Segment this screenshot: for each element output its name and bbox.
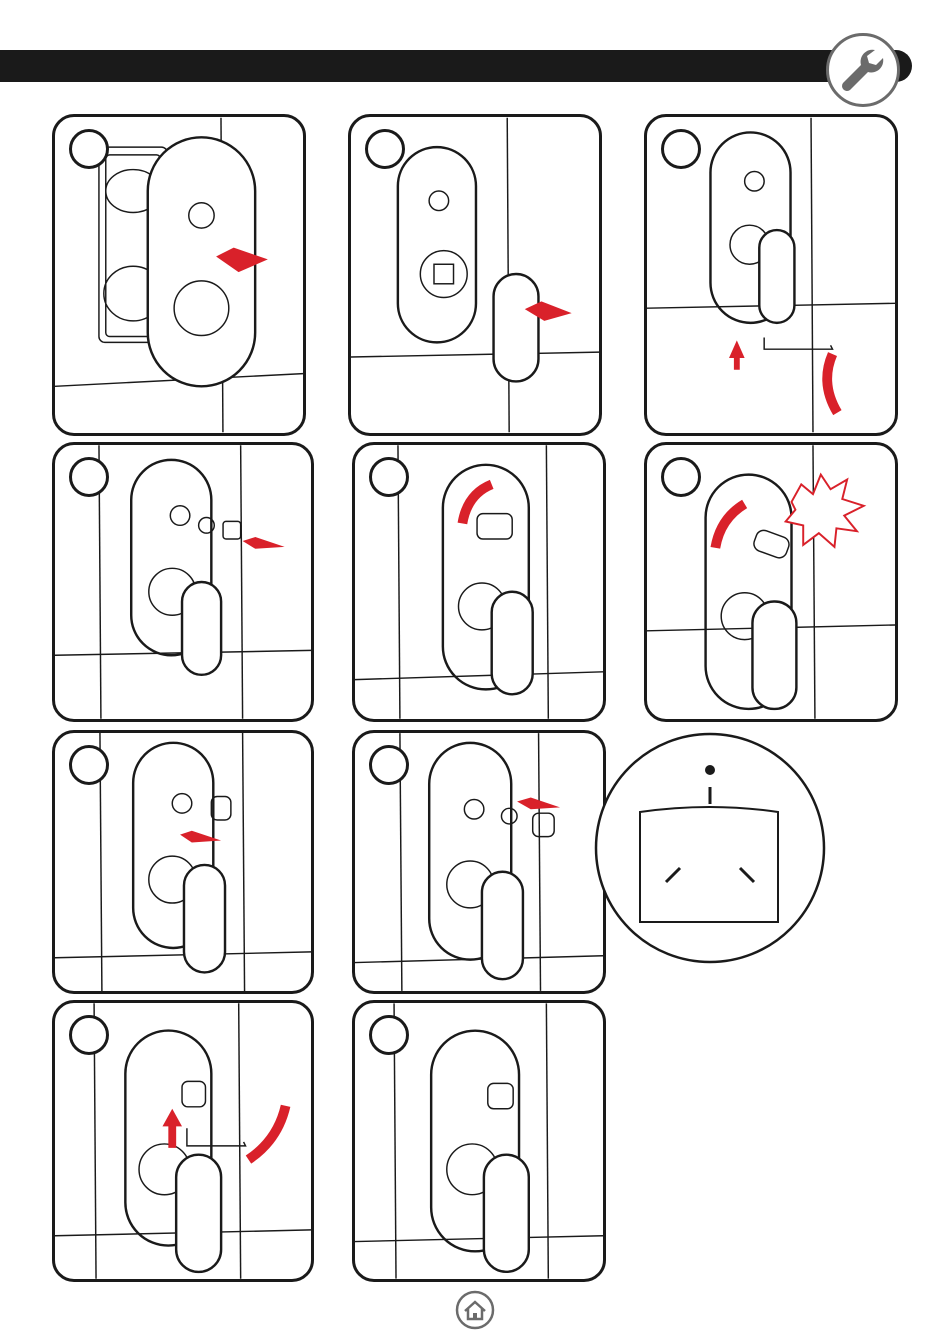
detail-zoom-circle [592, 732, 828, 964]
step-panel-2 [348, 114, 602, 436]
step-number-badge [661, 129, 701, 169]
home-icon[interactable] [455, 1290, 495, 1330]
step-number-badge [661, 457, 701, 497]
step-panel-8 [352, 730, 606, 994]
step-panel-6 [644, 442, 898, 722]
step-panel-7 [52, 730, 314, 994]
step-number-badge [365, 129, 405, 169]
step-panel-3 [644, 114, 898, 436]
header-bar [0, 50, 912, 82]
step-number-badge [369, 457, 409, 497]
step-number-badge [369, 745, 409, 785]
step-panel-5 [352, 442, 606, 722]
step-panel-1 [52, 114, 306, 436]
step-panel-4 [52, 442, 314, 722]
step-number-badge [369, 1015, 409, 1055]
step-number-badge [69, 745, 109, 785]
step-number-badge [69, 129, 109, 169]
wrench-icon [826, 33, 900, 107]
step-panel-9 [52, 1000, 314, 1282]
step-number-badge [69, 1015, 109, 1055]
step-number-badge [69, 457, 109, 497]
step-panel-10 [352, 1000, 606, 1282]
